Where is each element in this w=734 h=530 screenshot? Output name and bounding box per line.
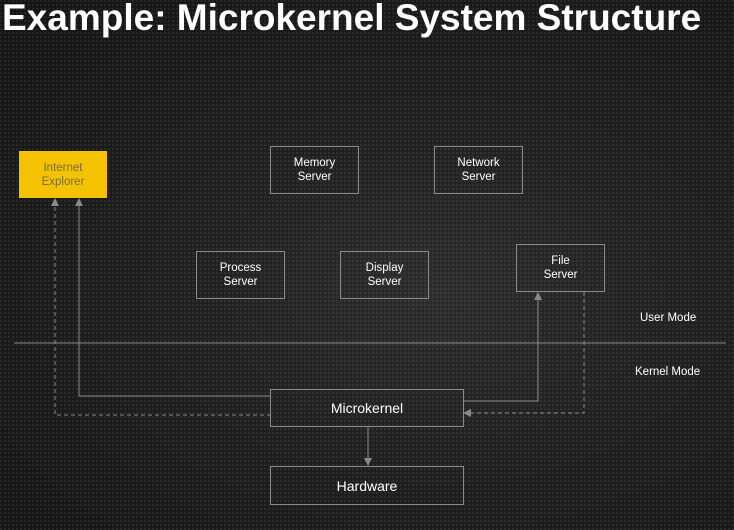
memory-server-box: Memory Server — [270, 146, 359, 194]
file-server-box: File Server — [516, 244, 605, 292]
microkernel-to-explorer-dashed-arrow — [51, 198, 271, 416]
hardware-box: Hardware — [270, 466, 464, 505]
user-mode-label: User Mode — [640, 312, 697, 324]
file-server-to-microkernel-dashed-arrow — [463, 292, 585, 417]
process-server-box: Process Server — [196, 251, 285, 299]
microkernel-to-file-server-arrow — [463, 292, 542, 402]
kernel-mode-label: Kernel Mode — [635, 366, 701, 378]
network-server-box: Network Server — [434, 146, 523, 194]
microkernel-box: Microkernel — [270, 389, 464, 427]
display-server-box: Display Server — [340, 251, 429, 299]
internet-explorer-box: Internet Explorer — [19, 151, 107, 198]
slide-title: Example: Microkernel System Structure — [2, 0, 702, 38]
